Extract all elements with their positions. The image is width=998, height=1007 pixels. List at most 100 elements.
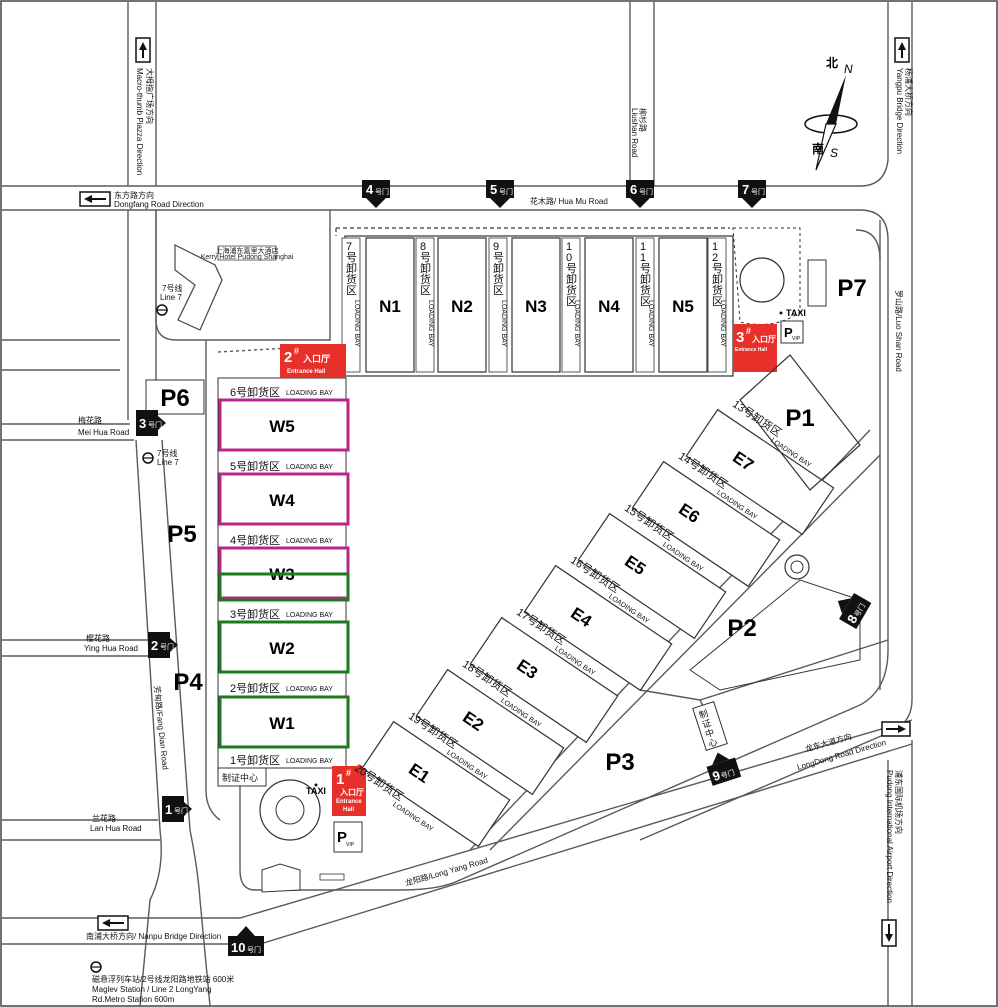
meihua-road-en: Mei Hua Road (78, 428, 129, 437)
gate-arrow-icon (630, 198, 650, 208)
hall-west-label: W1 (269, 714, 295, 733)
entrance-2-sup: # (294, 346, 299, 356)
entrance-1-sup: # (346, 768, 351, 778)
yangpu-road-cn: 杨浦大桥方向 (904, 68, 914, 116)
taxi-label-north: TAXI (786, 308, 806, 318)
hotel-name-en: Kerry Hotel Pudong Shanghai (201, 254, 294, 261)
entrance-2-num: 2 (284, 349, 292, 366)
gate-arrow-icon (170, 638, 178, 652)
parking-p5: P5 (167, 521, 196, 548)
gate-number: 9 (711, 767, 723, 784)
line7-label-cn-north: 7号线 (162, 283, 182, 293)
loading-bay-west-label: 6号卸货区 (230, 385, 280, 399)
loading-bay-west-label: 3号卸货区 (230, 607, 280, 621)
cert-center-south: 制证中心 (222, 772, 258, 783)
loading-bay-west-en: LOADING BAY (286, 612, 333, 619)
gate-arrow-icon (490, 198, 510, 208)
loading-bay-west-en: LOADING BAY (286, 464, 333, 471)
vip-parking-south: P (337, 829, 347, 846)
luoshan-road-label: 罗山路/Luo Shan Road (894, 290, 904, 372)
entrance-hall-3: 3 # 入口厅 Entrance Hall TAXI P VIP (733, 308, 806, 372)
hall-north-n4 (584, 237, 634, 373)
compass-north-en: N (844, 62, 853, 76)
loading-bay-north-en: LOADING BAY (500, 300, 507, 347)
hall-north-label: N2 (451, 297, 473, 316)
vip-parking-north: P (784, 325, 793, 340)
gate-arrow-icon (158, 416, 166, 430)
loading-bay-west-en: LOADING BAY (286, 390, 333, 397)
hall-north-n2 (437, 237, 487, 373)
hall-east-e6 (631, 460, 781, 588)
p2-area: 制证中心 (689, 554, 861, 751)
vip-parking-sub-south: VIP (346, 842, 355, 848)
gate-number: 10 (231, 940, 245, 955)
hall-west-w5 (218, 398, 350, 452)
hotel-name-cn: 上海浦东嘉里大酒店 (216, 246, 279, 255)
gate-suffix: 号门 (375, 187, 389, 196)
gate-number: 6 (630, 182, 637, 197)
hall-east-e3 (469, 616, 619, 744)
loading-bay-north-en: LOADING BAY (573, 300, 580, 347)
entrance-3-cn: 入口厅 (751, 335, 776, 344)
loading-bay-north-en: LOADING BAY (719, 300, 726, 347)
hall-w3-green-outline (218, 572, 350, 602)
dongfang-road-cn: 东方路方向 (114, 190, 154, 200)
yangpu-road-en: Yangpu Bridge Direction (895, 68, 904, 154)
liushan-road-en: Liushan Road (630, 108, 639, 157)
loading-bay-north (707, 237, 727, 373)
hall-west-label: W2 (269, 639, 295, 658)
loading-bay-west-en: LOADING BAY (286, 686, 333, 693)
pudong-airport-en: Pudong International Airport Direction (885, 770, 894, 903)
hall-west-w1 (218, 695, 350, 749)
gate-suffix: 号门 (247, 945, 261, 954)
road-network (2, 2, 913, 1007)
yinghua-road-en: Ying Hua Road (84, 644, 138, 653)
hall-north-n5 (658, 237, 708, 373)
lanhua-road-en: Lan Hua Road (90, 824, 142, 833)
hotel: 上海浦东嘉里大酒店 Kerry Hotel Pudong Shanghai (174, 244, 294, 331)
parking-p4: P4 (173, 669, 203, 696)
entrance-1-num: 1 (336, 771, 344, 788)
hall-west-w2 (218, 620, 350, 674)
nanpu-road-label: 南浦大桥方向/ Nanpu Bridge Direction (86, 931, 221, 941)
gate-number: 2 (151, 638, 158, 653)
metro-info: 7号线 Line 7 7号线 Line 7 磁悬浮列车站/2号线龙阳路地铁站 6… (90, 283, 234, 1004)
pudong-airport-cn: 浦东国际机场方向 (894, 770, 904, 834)
gate-number: 3 (139, 416, 146, 431)
loading-bay-north (561, 237, 581, 373)
entrance-hall-2: 2 # 入口厅 Entrance Hall (280, 344, 346, 378)
loading-bay-north (415, 237, 435, 373)
yinghua-road-cn: 樱花路 (86, 633, 110, 643)
macro-thumb-road-en: Macro-thumb Piazza Direction (135, 68, 144, 175)
entrance-1-cn: 入口厅 (339, 788, 364, 797)
entrance-3-sup: # (746, 326, 751, 336)
line7-label-en-west: Line 7 (157, 458, 179, 467)
hall-west-w4 (218, 472, 350, 526)
hall-north-n3 (511, 237, 561, 373)
hall-north-label: N4 (598, 297, 620, 316)
hall-north-label: N1 (379, 297, 401, 316)
compass: 北 N 南 S (804, 55, 858, 171)
gate-suffix: 号门 (160, 642, 174, 651)
parking-labels: P6 P5 P4 P7 P1 P2 P3 (145, 275, 867, 776)
gate-suffix: 号门 (499, 187, 513, 196)
gate-arrow-icon (712, 752, 730, 765)
entrance-3-en: Entrance Hall (735, 347, 768, 353)
hall-west-label: W4 (269, 491, 295, 510)
entrance-2-en: Entrance Hall (287, 369, 326, 375)
metro-bottom-line1: 磁悬浮列车站/2号线龙阳路地铁站 600米 (92, 974, 234, 984)
